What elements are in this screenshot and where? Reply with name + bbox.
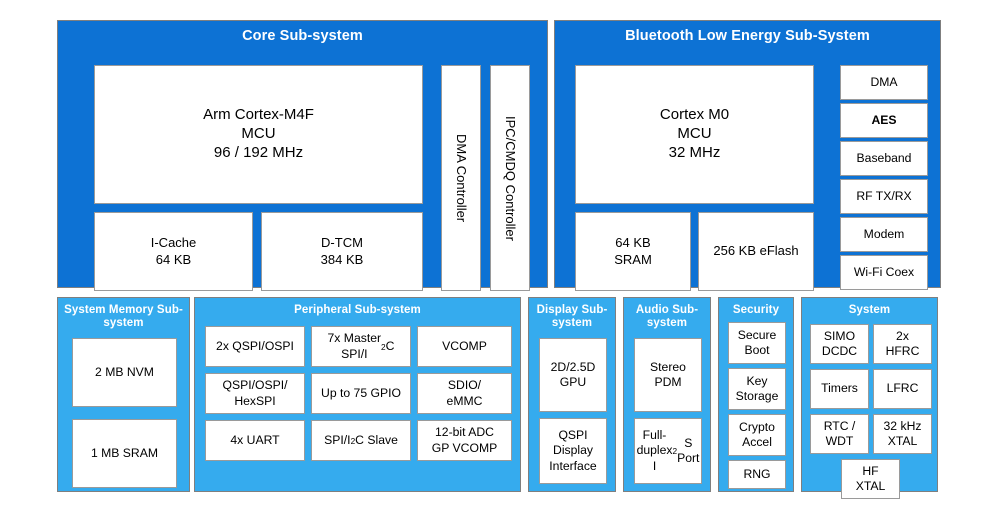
system-subsystem[interactable]: System SIMO DCDC 2x HFRC Timers LFRC RTC… xyxy=(801,297,938,499)
security-crypto-accel-block[interactable]: Crypto Accel xyxy=(728,414,786,456)
peripheral-block-uart[interactable]: 4x UART xyxy=(205,420,305,461)
ble-subsystem[interactable]: Bluetooth Low Energy Sub-System Cortex M… xyxy=(554,20,941,291)
peripheral-block-qspi-ospi[interactable]: 2x QSPI/OSPI xyxy=(205,326,305,367)
core-subsystem-title: Core Sub-system xyxy=(242,28,363,44)
ble-wifi-coex-block[interactable]: Wi-Fi Coex xyxy=(840,255,928,290)
core-subsystem[interactable]: Core Sub-system Arm Cortex-M4F MCU 96 / … xyxy=(57,20,548,291)
audio-subsystem-title: Audio Sub-system xyxy=(635,304,699,329)
system-hfrc-block[interactable]: 2x HFRC xyxy=(873,324,932,364)
system-timers-block[interactable]: Timers xyxy=(810,369,869,409)
ble-subsystem-title: Bluetooth Low Energy Sub-System xyxy=(625,28,870,44)
security-secure-boot-block[interactable]: Secure Boot xyxy=(728,322,786,364)
ble-mcu-block[interactable]: Cortex M0 MCU 32 MHz xyxy=(575,65,814,204)
ble-rf-tx-rx-block[interactable]: RF TX/RX xyxy=(840,179,928,214)
ble-aes-block[interactable]: AES xyxy=(840,103,928,138)
peripheral-block-qspi-ospi-hexspi[interactable]: QSPI/OSPI/HexSPI xyxy=(205,373,305,414)
core-dtcm-block[interactable]: D-TCM 384 KB xyxy=(261,212,423,291)
display-subsystem-title: Display Sub-system xyxy=(536,304,608,329)
peripheral-block-sdio-emmc[interactable]: SDIO/eMMC xyxy=(417,373,512,414)
peripheral-subsystem[interactable]: Peripheral Sub-system 2x QSPI/OSPI 7x Ma… xyxy=(194,297,521,492)
security-key-storage-block[interactable]: Key Storage xyxy=(728,368,786,410)
display-qspi-interface-block[interactable]: QSPI Display Interface xyxy=(539,418,607,484)
peripheral-block-vcomp[interactable]: VCOMP xyxy=(417,326,512,367)
ble-modem-block[interactable]: Modem xyxy=(840,217,928,252)
system-memory-subsystem-title: System Memory Sub-system xyxy=(64,304,183,329)
system-hf-xtal-block[interactable]: HF XTAL xyxy=(841,459,900,499)
system-memory-subsystem[interactable]: System Memory Sub-system 2 MB NVM 1 MB S… xyxy=(57,297,190,492)
system-simo-dcdc-block[interactable]: SIMO DCDC xyxy=(810,324,869,364)
display-subsystem[interactable]: Display Sub-system 2D/2.5D GPU QSPI Disp… xyxy=(528,297,616,492)
security-subsystem-title: Security xyxy=(732,304,780,316)
security-subsystem[interactable]: Security Secure Boot Key Storage Crypto … xyxy=(718,297,794,492)
ble-eflash-block[interactable]: 256 KB eFlash xyxy=(698,212,814,291)
system-lfrc-block[interactable]: LFRC xyxy=(873,369,932,409)
core-icache-block[interactable]: I-Cache 64 KB xyxy=(94,212,253,291)
system-32khz-xtal-block[interactable]: 32 kHz XTAL xyxy=(873,414,932,454)
system-rtc-wdt-block[interactable]: RTC / WDT xyxy=(810,414,869,454)
ble-dma-block[interactable]: DMA xyxy=(840,65,928,100)
core-dma-controller-block[interactable]: DMA Controller xyxy=(441,65,481,291)
system-memory-nvm-block[interactable]: 2 MB NVM xyxy=(72,338,177,407)
ble-sram-block[interactable]: 64 KB SRAM xyxy=(575,212,691,291)
ble-baseband-block[interactable]: Baseband xyxy=(840,141,928,176)
display-gpu-block[interactable]: 2D/2.5D GPU xyxy=(539,338,607,412)
audio-stereo-pdm-block[interactable]: Stereo PDM xyxy=(634,338,702,412)
system-memory-sram-block[interactable]: 1 MB SRAM xyxy=(72,419,177,488)
core-ipc-cmdq-controller-block[interactable]: IPC/CMDQ Controller xyxy=(490,65,530,291)
security-rng-block[interactable]: RNG xyxy=(728,460,786,489)
system-subsystem-title: System xyxy=(848,304,891,316)
core-mcu-block[interactable]: Arm Cortex-M4F MCU 96 / 192 MHz xyxy=(94,65,423,204)
peripheral-subsystem-title: Peripheral Sub-system xyxy=(294,304,421,316)
peripheral-block-gpio[interactable]: Up to 75 GPIO xyxy=(311,373,411,414)
